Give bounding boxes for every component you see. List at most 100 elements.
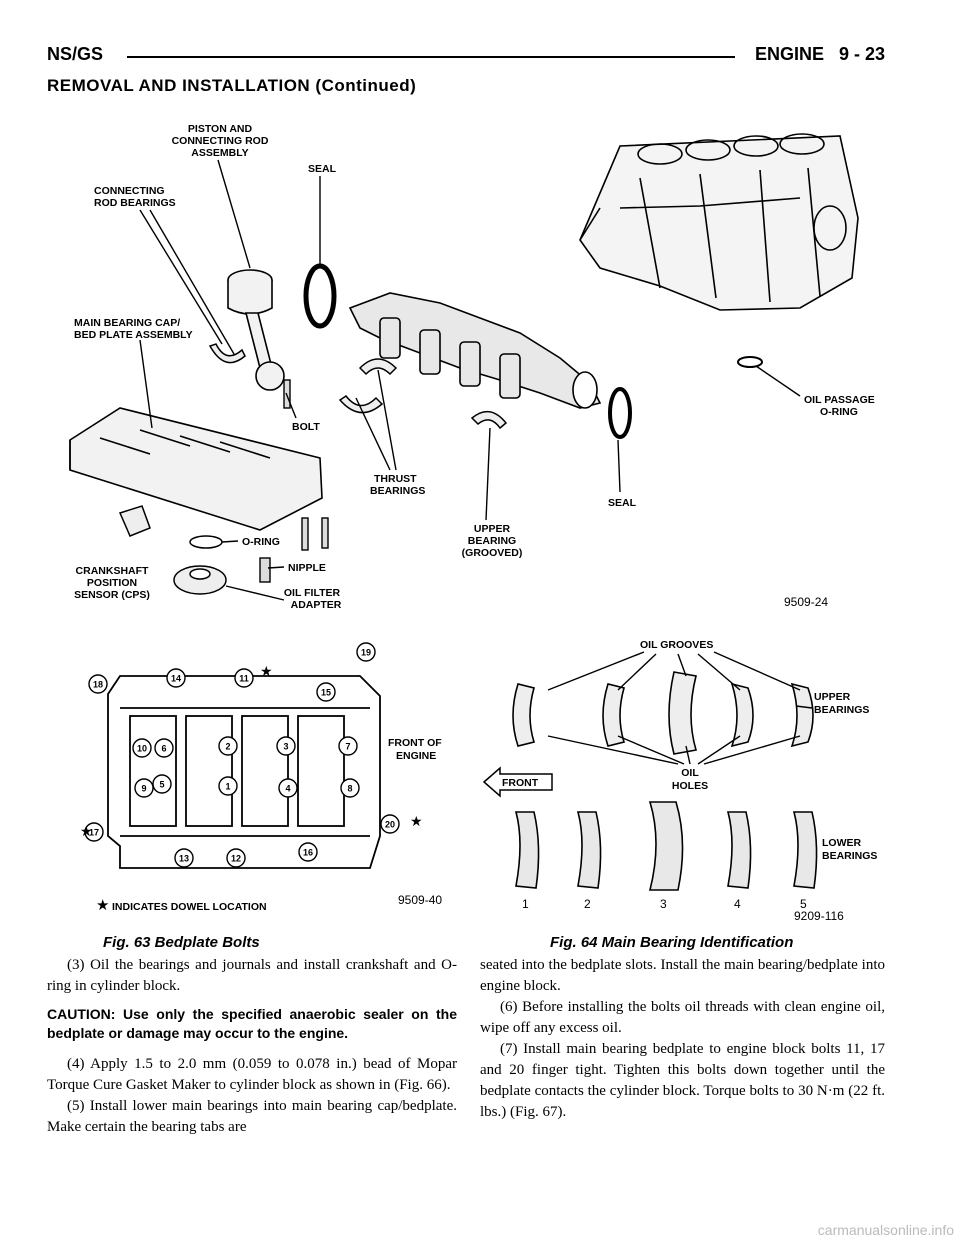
bolt-marker [234,668,254,688]
front-seal-illustration [608,387,632,439]
lower-bearing-shells [514,801,818,891]
bolt-marker [218,776,238,796]
section-subheading: REMOVAL AND INSTALLATION (Continued) [47,76,417,95]
bolt-marker [276,736,296,756]
bearing-number: 1 [522,897,529,911]
bolt-marker [340,778,360,798]
dowel-star-icon: ★ [260,664,273,680]
bolt-marker [218,736,238,756]
bearing-number: 5 [800,897,807,911]
bolt-number-label: 19 [361,648,371,658]
piston-rod-illustration [227,269,285,391]
text-column-right: seated into the bedplate slots. Install … [480,955,885,1123]
bolt-number-label: 16 [303,848,313,858]
bolt-marker [134,778,154,798]
text-column-left: (3) Oil the bearings and journals and in… [47,955,457,1138]
oil-passage-oring-illustration [737,356,763,368]
step-4-paragraph: (4) Apply 1.5 to 2.0 mm (0.059 to 0.078 … [47,1056,457,1093]
header-rule [127,56,735,58]
bearing-number: 4 [734,897,741,911]
label-bolt: BOLT [292,421,320,433]
label-oil-grooves: OIL GROOVES [640,639,713,651]
front-arrow-label: FRONT [502,777,539,789]
bedplate-illustration [69,407,323,531]
bolt-marker [226,848,246,868]
bolt-number-label: 5 [159,780,164,790]
crankshaft-illustration [348,292,602,409]
caution-note: CAUTION: Use only the specified anaerobi… [47,1006,457,1041]
bolt-number-label: 15 [321,688,331,698]
bolt-number-label: 13 [179,854,189,864]
bolt-number-label: 17 [89,828,99,838]
label-oring: O-RING [242,536,280,548]
dowel-star-icon: ★ [96,896,109,914]
bolt-marker [88,674,108,694]
bolt-number-label: 12 [231,854,241,864]
step-3-paragraph: (3) Oil the bearings and journals and in… [47,957,457,994]
page-header: NS/GS ENGINE 9 - 23 [47,44,885,70]
bearing-number: 2 [584,897,591,911]
figure-code-63: 9509-40 [398,893,442,907]
bolt-marker [298,842,318,862]
cps-and-adapter-illustration [118,505,227,595]
figure-code-top: 9509-24 [784,595,828,609]
dowel-star-icon: ★ [410,814,423,830]
bolt-number-label: 18 [93,680,103,690]
step-7-paragraph: (7) Install main bearing bedplate to eng… [480,1041,885,1120]
engine-block-illustration [579,133,859,311]
upper-bearing-shells [512,671,814,755]
bearing-number: 3 [660,897,667,911]
bolt-marker [316,682,336,702]
bolt-number-label: 8 [347,784,352,794]
bolt-marker [84,822,104,842]
bolt-number-label: 1 [225,782,230,792]
bolt-marker [132,738,152,758]
figure-code-64: 9209-116 [794,909,844,923]
caption-fig-63: Fig. 63 Bedplate Bolts [103,934,260,951]
bolt-marker [356,642,376,662]
step-6-paragraph: (6) Before installing the bolts oil thre… [480,999,885,1036]
dowel-star-icon: ★ [80,824,93,840]
bolt-marker [174,848,194,868]
caption-fig-64: Fig. 64 Main Bearing Identification [550,934,794,951]
fig64-leader-lines [547,651,813,765]
front-arrow: FRONT [482,766,553,798]
bolt-number-label: 4 [285,784,290,794]
bolt-marker [154,738,174,758]
bearing-position-numbers: 1 2 3 4 5 [522,897,807,911]
bolt-marker [380,814,400,834]
bolt-marker [166,668,186,688]
leader-lines [139,159,801,601]
bolt-number-label: 3 [283,742,288,752]
bolt-marker [338,736,358,756]
label-dowel-note: INDICATES DOWEL LOCATION [112,901,267,913]
bedplate-outline [107,675,381,869]
bolt-number-label: 6 [161,744,166,754]
bolt-number-label: 9 [141,784,146,794]
header-model: NS/GS [47,44,104,64]
bolt-number-label: 7 [345,742,350,752]
bolt-marker [278,778,298,798]
bolt-number-label: 11 [239,674,249,684]
label-main-bearing-cap: MAIN BEARING CAP/BED PLATE ASSEMBLY [74,317,193,341]
bolt-number-label: 2 [225,742,230,752]
rear-seal-illustration [303,263,337,329]
label-seal-top: SEAL [308,163,337,175]
label-nipple: NIPPLE [288,562,326,574]
rod-bearing-shells [208,343,508,430]
